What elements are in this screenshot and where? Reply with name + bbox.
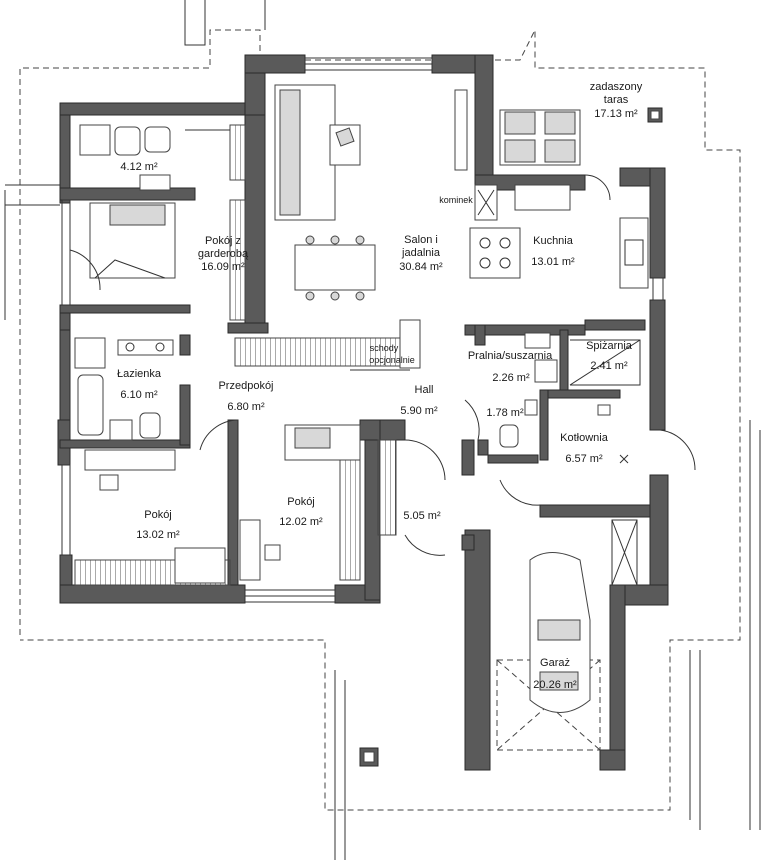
vestibule-area: 5.05 m²	[403, 510, 441, 522]
boiler-name: Kotłownia	[560, 432, 609, 444]
roof-outline	[4, 0, 761, 860]
bathroom-area: 6.10 m²	[120, 389, 158, 401]
living-furniture	[274, 84, 468, 301]
kitchen-area: 13.01 m²	[531, 256, 575, 268]
pantry-area: 2.41 m²	[590, 360, 628, 372]
room-left-furniture	[74, 449, 231, 586]
pantry-name: Spiżarnia	[586, 340, 633, 352]
terrace-name-1: zadaszony	[590, 81, 643, 93]
garage-area: 20.26 m²	[533, 679, 577, 691]
hall-area: 5.90 m²	[400, 405, 438, 417]
utility-furniture	[464, 332, 696, 506]
terrace-name-2: taras	[604, 94, 629, 106]
room-mid-name: Pokój	[287, 496, 315, 508]
terrace-area: 17.13 m²	[594, 108, 638, 120]
room-left-name: Pokój	[144, 509, 172, 521]
fireplace-label: kominek	[439, 195, 473, 205]
bath-small-area: 4.12 m²	[120, 161, 158, 173]
laundry-area: 2.26 m²	[492, 372, 530, 384]
bathroom	[74, 337, 174, 441]
living-name-2: jadalnia	[401, 247, 441, 259]
bathroom-name: Łazienka	[117, 368, 162, 380]
living-name-1: Salon i	[404, 234, 438, 246]
bedroom-wardrobe	[69, 199, 246, 321]
living-area: 30.84 m²	[399, 261, 443, 273]
kitchen-name: Kuchnia	[533, 235, 574, 247]
walls	[57, 54, 669, 771]
windows	[61, 57, 664, 603]
garage-name: Garaż	[540, 657, 570, 669]
room-mid-furniture	[199, 419, 361, 581]
wc-area: 1.78 m²	[486, 407, 524, 419]
bedroom-wardrobe-name-2: garderobą	[198, 248, 249, 260]
room-mid-area: 12.02 m²	[279, 516, 323, 528]
garage-furniture	[359, 519, 638, 767]
room-labels: 4.12 m² Pokój z garderobą 16.09 m² Salon…	[117, 81, 643, 691]
room-left-area: 13.02 m²	[136, 529, 180, 541]
hallway-name: Przedpokój	[218, 380, 273, 392]
stairs	[234, 319, 421, 371]
bathroom-small	[79, 124, 246, 191]
fireplace	[474, 184, 498, 221]
hall-name: Hall	[415, 384, 434, 396]
bedroom-wardrobe-area: 16.09 m²	[201, 261, 245, 273]
laundry-name: Pralnia/suszarnia	[468, 350, 553, 362]
hallway-area: 6.80 m²	[227, 401, 265, 413]
terrace-furniture	[499, 107, 663, 166]
boiler-area: 6.57 m²	[565, 453, 603, 465]
stairs-label-1: schody	[370, 343, 399, 353]
kitchen-furniture	[469, 174, 649, 289]
stairs-label-2: opcjonalnie	[369, 355, 415, 365]
bedroom-wardrobe-name-1: Pokój z	[205, 235, 241, 247]
vestibule-furniture	[377, 439, 446, 556]
